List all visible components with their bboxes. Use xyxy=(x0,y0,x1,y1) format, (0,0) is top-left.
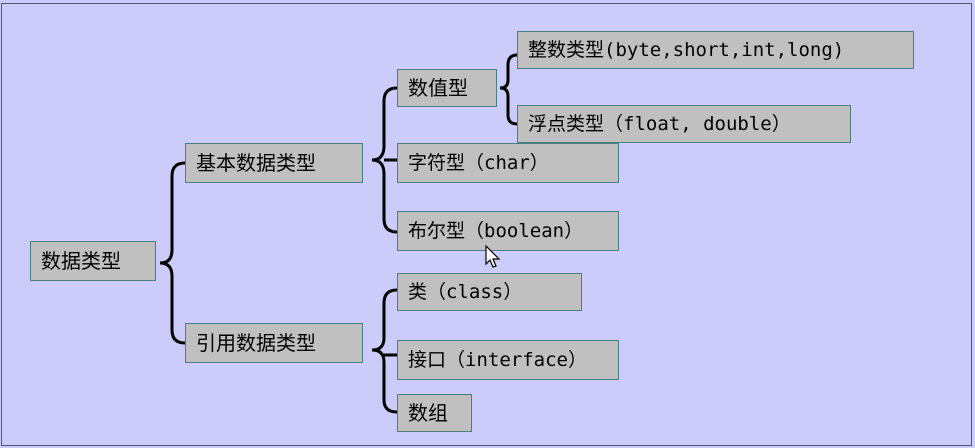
brace-primitive xyxy=(371,86,398,234)
node-array: 数组 xyxy=(397,394,472,432)
brace-reference xyxy=(371,288,398,414)
node-data-types: 数据类型 xyxy=(30,241,156,281)
node-char: 字符型（char） xyxy=(397,143,619,183)
node-numeric: 数值型 xyxy=(397,69,497,107)
brace-numeric xyxy=(499,53,518,126)
mouse-cursor-icon xyxy=(485,245,501,268)
node-interface: 接口（interface） xyxy=(397,340,619,380)
node-integer-types: 整数类型(byte,short,int,long) xyxy=(517,31,914,69)
node-float-types: 浮点类型（float, double） xyxy=(517,105,851,143)
node-class: 类（class） xyxy=(397,273,582,311)
brace-root xyxy=(159,161,186,345)
node-boolean: 布尔型（boolean） xyxy=(397,211,619,251)
node-primitive-types: 基本数据类型 xyxy=(185,143,363,183)
node-reference-types: 引用数据类型 xyxy=(185,323,363,363)
